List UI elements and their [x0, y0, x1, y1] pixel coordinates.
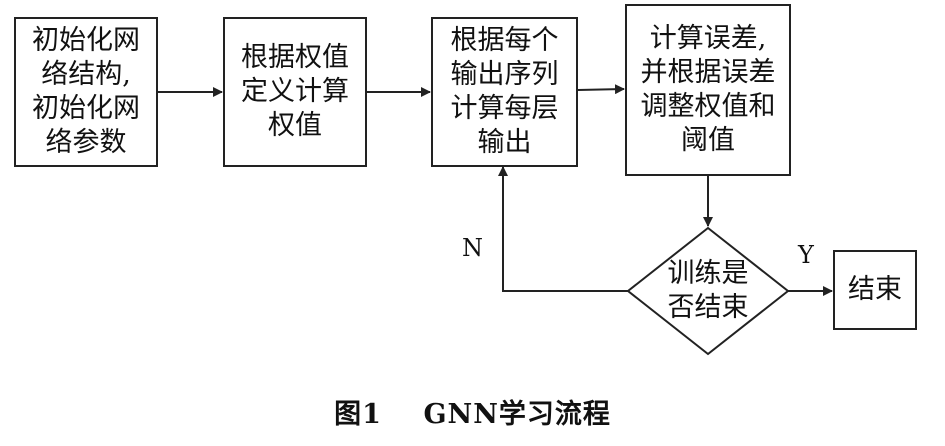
- figure-caption: 图1 GNN学习流程: [0, 392, 945, 431]
- arrow-decision-to-output-loop: [498, 166, 628, 292]
- node-end: 结束: [833, 250, 917, 330]
- figure-title: GNN学习流程: [423, 399, 611, 430]
- label-no: N: [462, 234, 483, 262]
- decision-diamond: [626, 226, 790, 356]
- node-decision-text: 训练是 否结束: [667, 258, 749, 323]
- figure-number: 图1: [334, 399, 382, 430]
- node-compute-output: 根据每个 输出序列 计算每层 输出: [431, 17, 578, 167]
- arrow-output-to-error: [577, 84, 625, 95]
- label-yes: Y: [798, 241, 814, 269]
- node-compute-error: 计算误差, 并根据误差 调整权值和 阈值: [625, 4, 791, 176]
- node-initialize: 初始化网 络结构, 初始化网 络参数: [14, 17, 158, 167]
- node-weight-definition: 根据权值 定义计算 权值: [223, 17, 367, 167]
